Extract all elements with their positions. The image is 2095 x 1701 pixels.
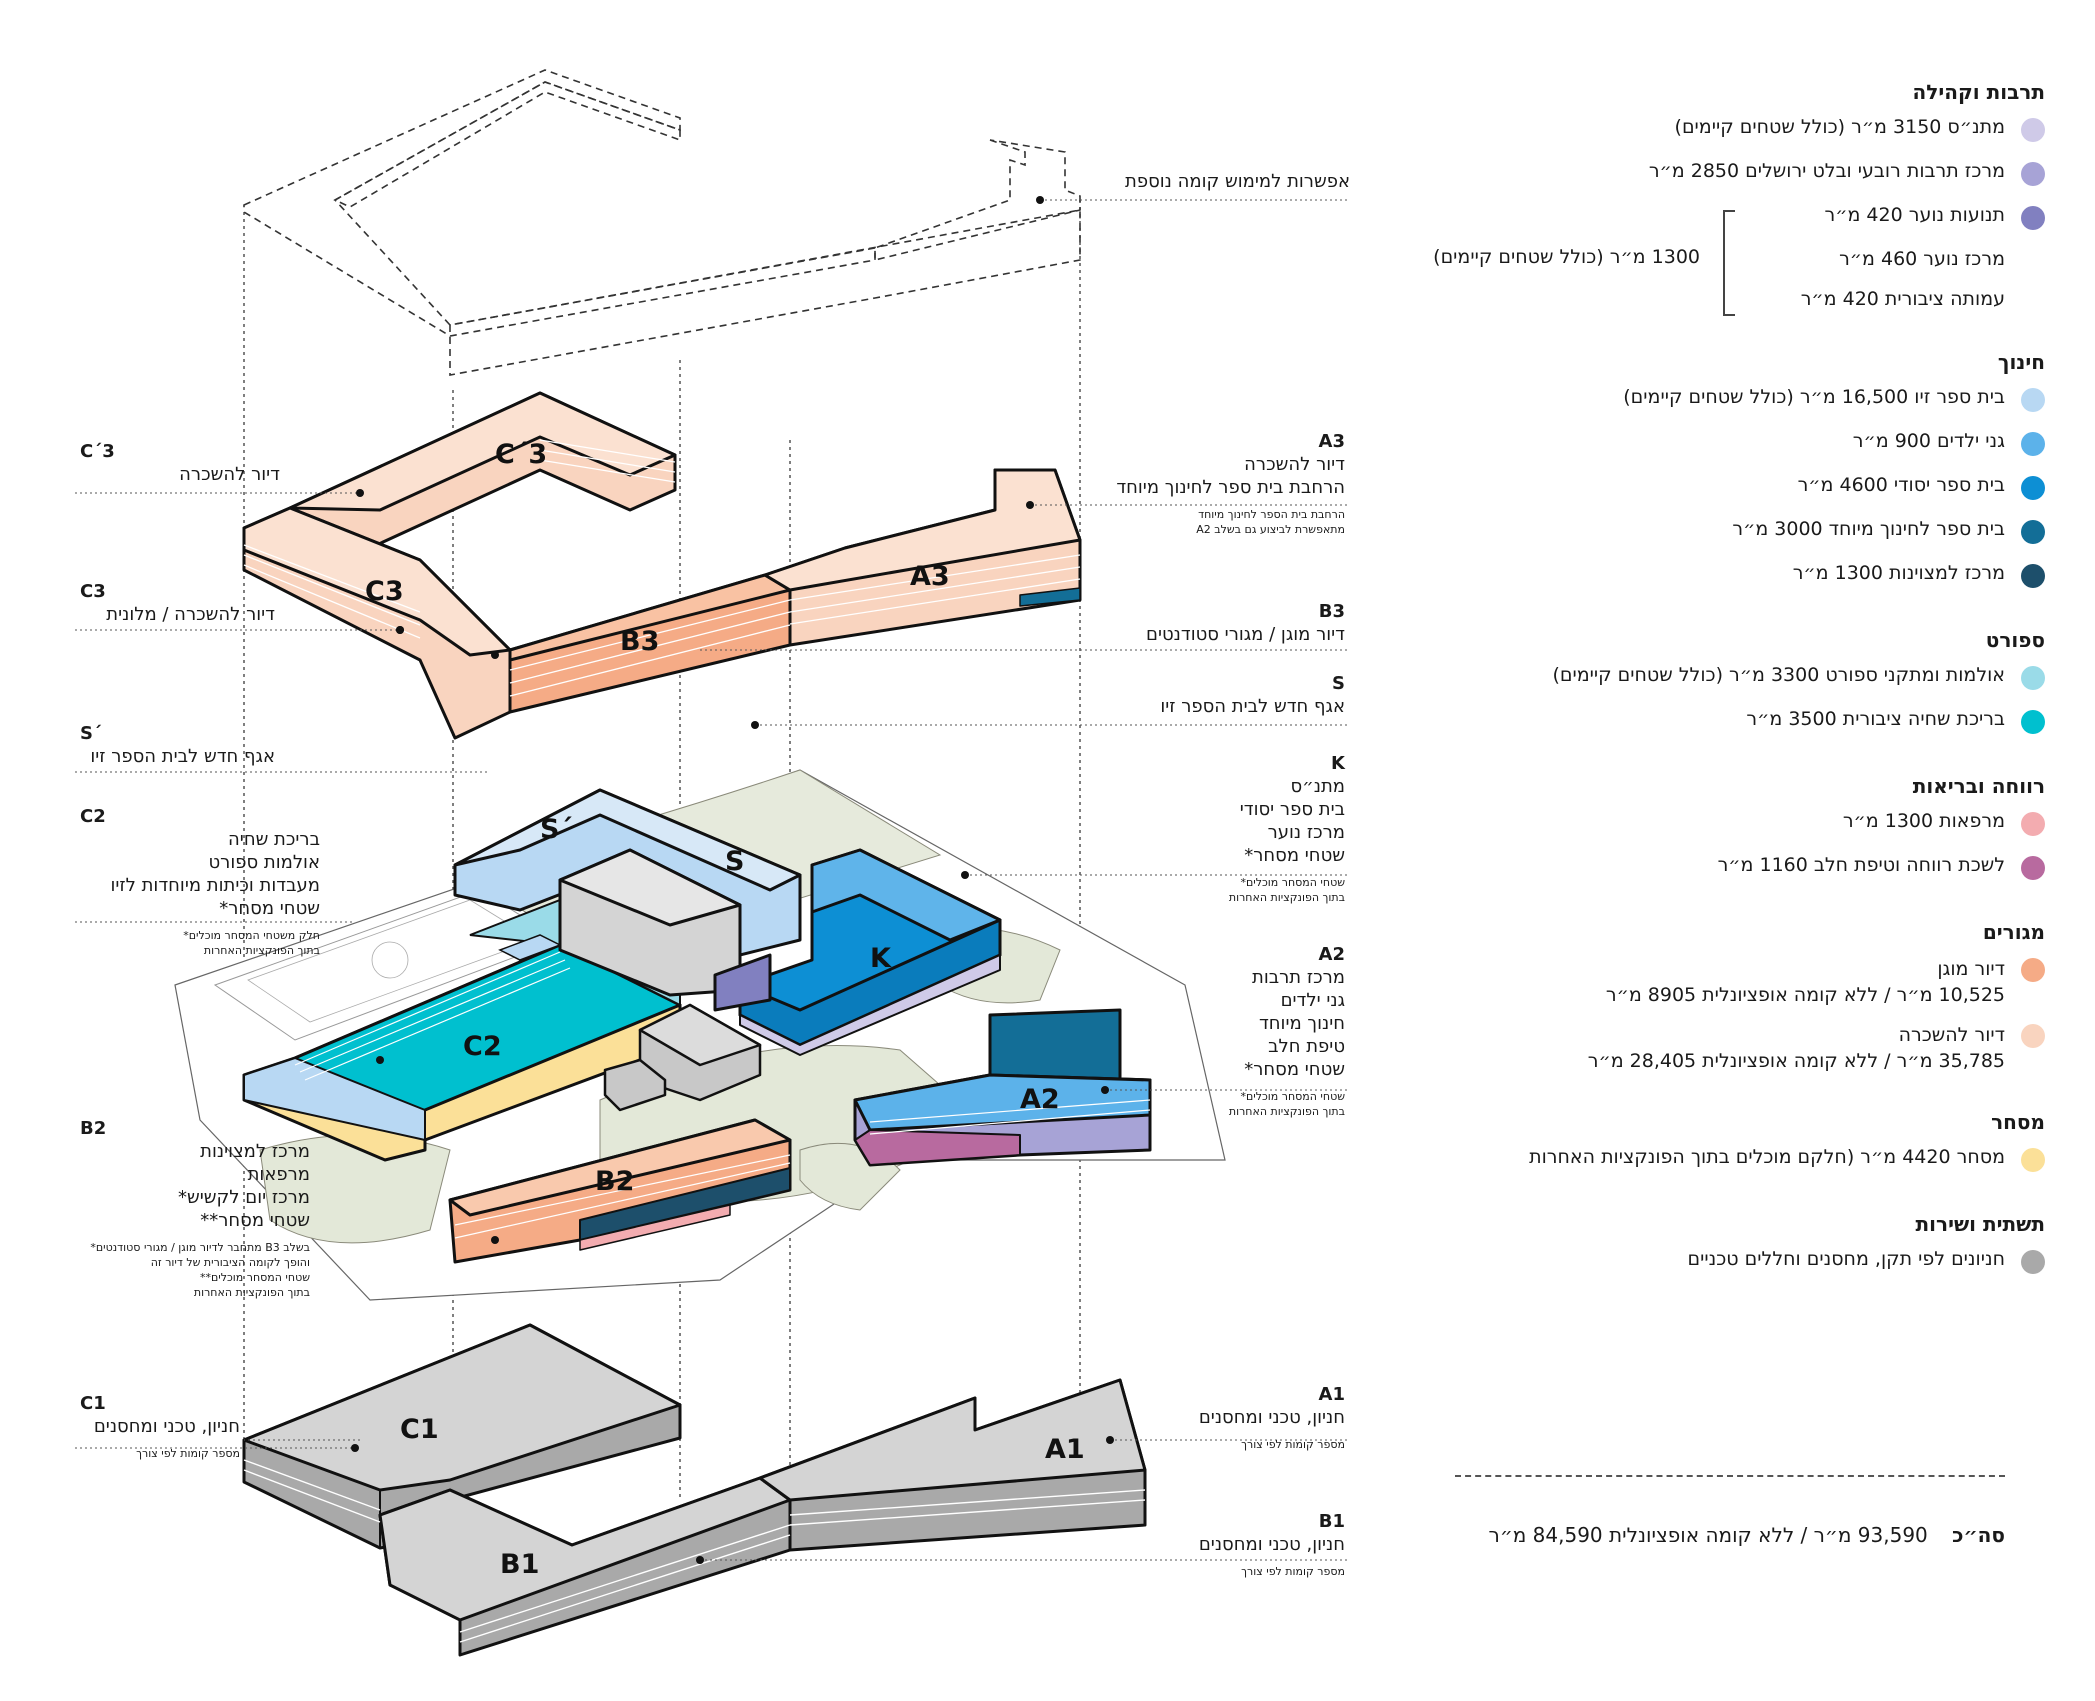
code-a1: A1	[1045, 1434, 1085, 1465]
swatch-culture-center	[2021, 162, 2045, 186]
code-k: K	[870, 943, 892, 974]
legend-item: מתנ״ס 3150 מ״ר (כולל שטחים קיימים)	[1395, 116, 2045, 160]
label-k: K מתנ״ס בית ספר יסודי מרכז נוער שטחי מסח…	[1228, 753, 1345, 904]
block-s	[453, 788, 802, 997]
swatch-parking	[2021, 1250, 2045, 1274]
block-codes: C´3 C3 B3 A3 S´ S K C2 A2 B2 C1 A1 B1	[365, 439, 1085, 1580]
legend-welfare-title: רווחה ובריאות	[1912, 774, 2045, 798]
legend-sport: ספורט אולמות ומתקני ספורט 3300 מ״ר (כולל…	[1395, 628, 2045, 752]
block-level3	[242, 391, 1082, 740]
total-value: 93,590 מ״ר / ללא קומה אופציונלית 84,590 …	[1488, 1523, 1928, 1547]
block-a2	[853, 1008, 1152, 1167]
label-b3: B3 דיור מוגן / מגורי סטודנטים	[1146, 601, 1345, 645]
legend-item: מרכז תרבות רובעי ובלט ירושלים 2850 מ״ר	[1395, 160, 2045, 204]
label-a3: A3 דיור להשכרה הרחבת בית ספר לחינוך מיוח…	[1116, 431, 1345, 536]
label-a1: A1 חניון, טכני ומחסנים מספר קומות לפי צו…	[1198, 1384, 1345, 1451]
legend-item: מסחר 4420 מ״ר (חלקם מוכלים בתוך הפונקציו…	[1395, 1146, 2045, 1190]
legend-item: מרכז למצוינות 1300 מ״ר	[1395, 562, 2045, 606]
legend-sub-item: מרכז נוער 460 מ״ר	[1839, 248, 2005, 270]
legend-item: בית ספר לחינוך מיוחד 3000 מ״ר	[1395, 518, 2045, 562]
legend-item: בריכת שחיה ציבורית 3500 מ״ר	[1395, 708, 2045, 752]
legend-item: בית ספר יסודי 4600 מ״ר	[1395, 474, 2045, 518]
swatch-protected-housing	[2021, 958, 2045, 982]
legend-sport-title: ספורט	[1985, 628, 2045, 652]
legend-infra: תשתית ושירות חניונים לפי תקן, מחסנים וחל…	[1395, 1212, 2045, 1292]
legend-commerce-title: מסחר	[1991, 1110, 2045, 1134]
legend-item: חניונים לפי תקן, מחסנים וחללים טכניים	[1395, 1248, 2045, 1292]
label-a2: A2 מרכז תרבות גני ילדים חינוך מיוחד טיפת…	[1228, 944, 1345, 1118]
legend-commerce: מסחר מסחר 4420 מ״ר (חלקם מוכלים בתוך הפו…	[1395, 1110, 2045, 1190]
legend-infra-title: תשתית ושירות	[1915, 1212, 2046, 1236]
legend-youth-group: תנועות נוער 420 מ״ר מרכז נוער 460 מ״ר עמ…	[1395, 204, 2045, 328]
code-c3p: C´3	[495, 439, 547, 470]
block-k	[713, 848, 1002, 1056]
block-c1-b1	[242, 1323, 1147, 1657]
code-a2: A2	[1020, 1084, 1060, 1115]
legend-culture: תרבות וקהילה מתנ״ס 3150 מ״ר (כולל שטחים …	[1395, 80, 2045, 328]
bracket-total: 1300 מ״ר (כולל שטחים קיימים)	[1433, 246, 1700, 268]
swatch-excellence	[2021, 564, 2045, 588]
swatch-kindergartens	[2021, 432, 2045, 456]
label-c1: C1 חניון, טכני ומחסנים מספר קומות לפי צו…	[80, 1393, 240, 1460]
optional-floor-outline	[243, 69, 1081, 376]
legend-welfare: רווחה ובריאות מרפאות 1300 מ״ר לשכת רווחה…	[1395, 774, 2045, 898]
code-c3: C3	[365, 576, 404, 607]
code-sp: S´	[540, 814, 573, 845]
label-b2: B2 מרכז למצוינות מרפאות מרכז יום לקשיש* …	[80, 1118, 310, 1299]
label-c3: C3 דיור להשכרה / מלונית	[80, 581, 275, 625]
code-c2: C2	[463, 1031, 502, 1062]
legend-culture-title: תרבות וקהילה	[1912, 80, 2045, 104]
level1-strata	[243, 1459, 1146, 1643]
legend-item: גני ילדים 900 מ״ר	[1395, 430, 2045, 474]
code-b3: B3	[620, 626, 659, 657]
legend-item: בית ספר זיו 16,500 מ״ר (כולל שטחים קיימי…	[1395, 386, 2045, 430]
leader-dots	[351, 196, 1114, 1564]
total-row: סה״כ 93,590 מ״ר / ללא קומה אופציונלית 84…	[1380, 1523, 2005, 1547]
swatch-pool	[2021, 710, 2045, 734]
swatch-primary-school	[2021, 476, 2045, 500]
swatch-zion-school	[2021, 388, 2045, 412]
swatch-community-center	[2021, 118, 2045, 142]
swatch-special-ed	[2021, 520, 2045, 544]
swatch-rent-housing	[2021, 1024, 2045, 1048]
legend-item: אולמות ומתקני ספורט 3300 מ״ר (כולל שטחים…	[1395, 664, 2045, 708]
legend-item: מרפאות 1300 מ״ר	[1395, 810, 2045, 854]
label-c2: C2 בריכת שחיה אולמות ספורט מעבדות וכיתות…	[80, 806, 320, 957]
code-s: S	[725, 846, 744, 877]
code-a3: A3	[910, 561, 950, 592]
legend-housing-title: מגורים	[1982, 920, 2045, 944]
legend-item: לשכת רווחה וטיפת חלב 1160 מ״ר	[1395, 854, 2045, 898]
legend: תרבות וקהילה מתנ״ס 3150 מ״ר (כולל שטחים …	[1395, 80, 2045, 1314]
top-floor-label: אפשרות למימוש קומה נוספת	[1125, 171, 1350, 192]
legend-item: תנועות נוער 420 מ״ר	[1395, 204, 2045, 248]
bracket	[1723, 210, 1735, 316]
legend-education-title: חינוך	[1997, 350, 2045, 374]
swatch-sport-halls	[2021, 666, 2045, 690]
swatch-welfare	[2021, 856, 2045, 880]
code-b1: B1	[500, 1549, 539, 1580]
code-c1: C1	[400, 1414, 439, 1445]
swatch-youth	[2021, 206, 2045, 230]
code-b2: B2	[595, 1166, 634, 1197]
existing-building	[603, 1003, 762, 1112]
legend-education: חינוך בית ספר זיו 16,500 מ״ר (כולל שטחים…	[1395, 350, 2045, 606]
label-c3p: C´3 דיור להשכרה	[80, 441, 280, 485]
block-b2	[448, 1118, 792, 1264]
swatch-commerce	[2021, 1148, 2045, 1172]
label-s: S אגף חדש לבית הספר זיו	[1160, 673, 1345, 717]
leader-lines	[75, 199, 1350, 1561]
legend-sub-item: עמותה ציבורית 420 מ״ר	[1800, 288, 2005, 310]
label-b1: B1 חניון, טכני ומחסנים מספר קומות לפי צו…	[1198, 1511, 1345, 1578]
total-label: סה״כ	[1952, 1523, 2005, 1547]
label-sp: S´ אגף חדש לבית הספר זיו	[80, 723, 275, 767]
total-divider	[1455, 1475, 2005, 1477]
level3-strata	[243, 439, 1081, 697]
swatch-clinics	[2021, 812, 2045, 836]
